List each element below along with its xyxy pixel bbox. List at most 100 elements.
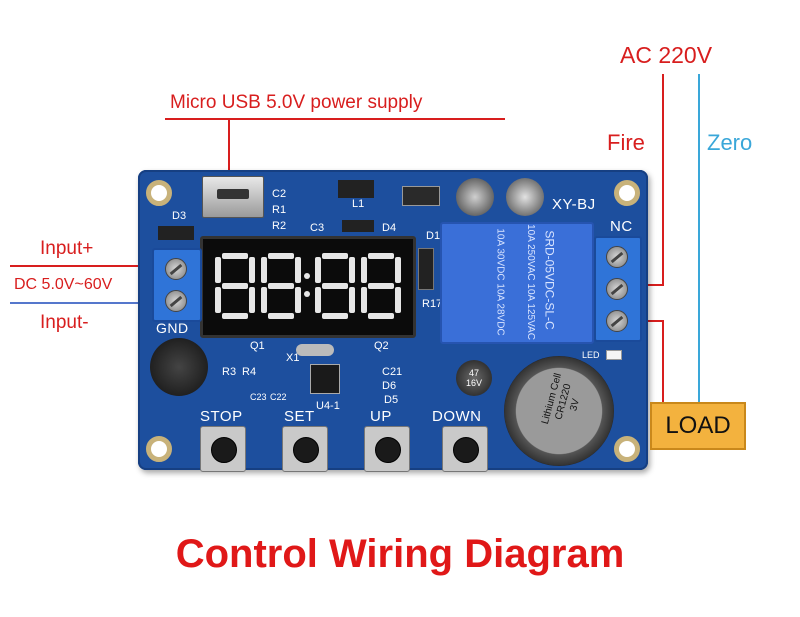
relay-nc-screw[interactable] [606, 246, 628, 268]
display-segment [295, 287, 301, 313]
silk-gnd: GND [156, 320, 189, 336]
diode-d1 [418, 248, 434, 290]
display-digit [215, 253, 255, 319]
silk-set: SET [284, 408, 315, 425]
input-terminal-block [152, 248, 202, 322]
capacitor-right [506, 178, 544, 216]
battery-holder [504, 356, 614, 466]
set-button[interactable] [282, 426, 328, 472]
display-digit [361, 253, 401, 319]
silk-d6: D6 [382, 380, 397, 392]
display-colon-dot [304, 273, 310, 279]
silk-r1: R1 [272, 204, 287, 216]
silk-r17: R17 [422, 298, 443, 310]
display-digit [261, 253, 301, 319]
display-segment [249, 287, 255, 313]
input-minus-screw[interactable] [165, 290, 187, 312]
diode-d4 [342, 220, 374, 232]
silk-up: UP [370, 408, 392, 425]
mount-hole-top-right [614, 180, 640, 206]
silk-r3: R3 [222, 366, 237, 378]
relay-model: SRD-05VDC-SL-C [542, 230, 557, 330]
display-segment [322, 253, 348, 259]
display-segment [395, 287, 401, 313]
display-segment [268, 283, 294, 289]
silk-d5: D5 [384, 394, 399, 406]
display-segment [368, 313, 394, 319]
display-segment [249, 257, 255, 283]
silk-c22: C22 [270, 392, 287, 402]
display-segment [222, 253, 248, 259]
display-segment [268, 313, 294, 319]
relay-com-screw[interactable] [606, 278, 628, 300]
zero-label: Zero [707, 130, 753, 155]
display-segment [322, 283, 348, 289]
mount-hole-bottom-right [614, 436, 640, 462]
relay-terminal-block [594, 236, 642, 342]
display-segment [268, 253, 294, 259]
down-button[interactable] [442, 426, 488, 472]
fire-label: Fire [607, 130, 645, 155]
relay: SRD-05VDC-SL-C 10A 250VAC 10A 125VAC 10A… [440, 222, 594, 344]
up-button[interactable] [364, 426, 410, 472]
relay-rating-2: 10A 30VDC 10A 28VDC [494, 228, 506, 336]
set-button-cap [293, 437, 319, 463]
silk-x1: X1 [286, 352, 300, 364]
load-wire-vertical [662, 320, 664, 404]
stop-button-cap [211, 437, 237, 463]
small-capacitor: 47 16V [456, 360, 492, 396]
relay-rating-1: 10A 250VAC 10A 125VAC [524, 224, 536, 340]
relay-no-screw[interactable] [606, 310, 628, 332]
silk-r4: R4 [242, 366, 257, 378]
silk-r2: R2 [272, 220, 287, 232]
ac-fire-wire-vertical [662, 74, 664, 284]
dc-range-label: DC 5.0V~60V [14, 276, 113, 293]
diagram-title: Control Wiring Diagram [175, 532, 625, 576]
capacitor-left [456, 178, 494, 216]
input-minus-label: Input- [40, 312, 89, 333]
buzzer [150, 338, 208, 396]
ac-label: AC 220V [620, 42, 713, 68]
display-segment [395, 257, 401, 283]
display-colon-dot [304, 291, 310, 297]
display-segment [215, 287, 221, 313]
input-plus-leader [10, 265, 170, 267]
silk-led: LED [582, 350, 600, 360]
load-box: LOAD [650, 402, 746, 450]
small-cap-voltage: 16V [465, 378, 482, 388]
display-segment [295, 257, 301, 283]
display-segment [222, 313, 248, 319]
usb-label: Micro USB 5.0V power supply [170, 92, 423, 113]
silk-c3: C3 [310, 222, 325, 234]
up-button-cap [375, 437, 401, 463]
mount-hole-top-left [146, 180, 172, 206]
small-cap-value: 47 [468, 368, 479, 378]
seven-segment-display [200, 236, 416, 338]
display-segment [368, 253, 394, 259]
display-segment [261, 257, 267, 283]
silk-d3: D3 [172, 210, 187, 222]
chip-u4 [310, 364, 340, 394]
display-segment [261, 287, 267, 313]
stop-button[interactable] [200, 426, 246, 472]
down-button-cap [453, 437, 479, 463]
display-segment [322, 313, 348, 319]
silk-l1: L1 [352, 198, 365, 210]
crystal-x1 [296, 344, 334, 356]
micro-usb-port [202, 176, 264, 218]
mount-hole-bottom-left [146, 436, 172, 462]
display-segment [315, 287, 321, 313]
ac-zero-wire [698, 74, 700, 404]
silk-xy-bj: XY-BJ [552, 196, 596, 213]
silk-c2: C2 [272, 188, 287, 200]
display-segment [215, 257, 221, 283]
silk-nc: NC [610, 218, 633, 235]
input-plus-screw[interactable] [165, 258, 187, 280]
silk-q2: Q2 [374, 340, 389, 352]
input-plus-label: Input+ [40, 238, 94, 259]
inductor-l1 [338, 180, 374, 198]
usb-leader-line [165, 118, 505, 120]
display-segment [315, 257, 321, 283]
display-segment [349, 257, 355, 283]
silk-q1: Q1 [250, 340, 265, 352]
